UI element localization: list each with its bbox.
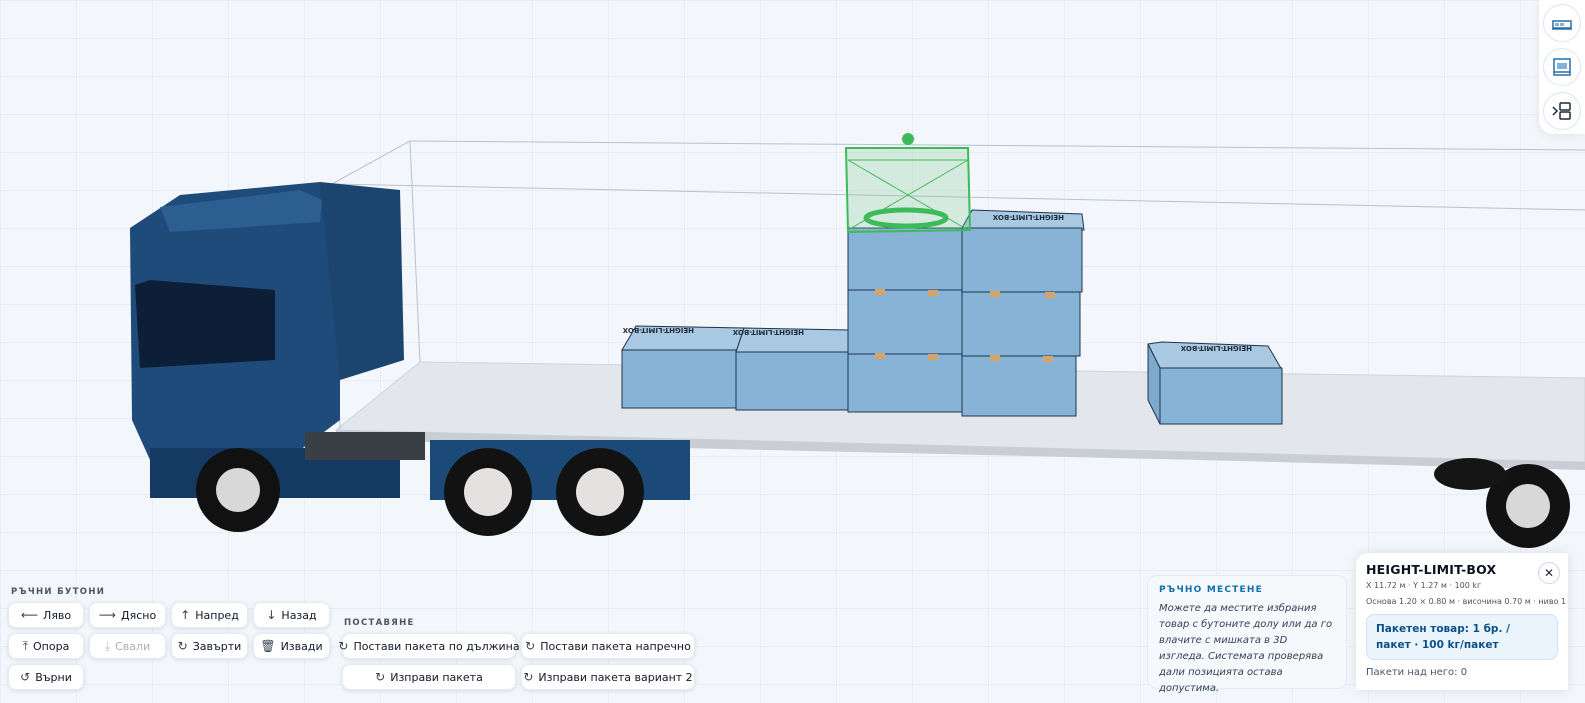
manual-move-card: РЪЧНО МЕСТЕНЕ Можете да местите избрания… bbox=[1147, 575, 1347, 694]
move-left-button[interactable]: ⟵ Ляво bbox=[8, 602, 84, 628]
rotate-icon: ↻ bbox=[523, 670, 534, 684]
restore-label: Върни bbox=[35, 670, 72, 684]
restore-button[interactable]: ↺ Върни bbox=[8, 664, 84, 690]
support-icon: ⤒ bbox=[22, 638, 28, 653]
lift-handle bbox=[902, 133, 914, 145]
selected-package-panel: HEIGHT-LIMIT-BOX ✕ X 11.72 м · Y 1.27 м … bbox=[1356, 553, 1568, 690]
rotate-label: Завърти bbox=[192, 639, 242, 653]
manual-move-text: Можете да местите избрания товар с бутон… bbox=[1159, 603, 1333, 694]
lower-icon: ⤓ bbox=[104, 638, 111, 653]
trash-icon: 🗑 bbox=[260, 639, 276, 653]
upright-v2-label: Изправи пакета вариант 2 bbox=[538, 670, 693, 684]
upright-v2-button[interactable]: ↻ Изправи пакета вариант 2 bbox=[521, 664, 695, 690]
box-label: HEIGHT-LIMIT-BOX bbox=[1180, 344, 1252, 352]
trailer-wheels bbox=[430, 440, 1570, 548]
move-right-button[interactable]: ⟶ Дясно bbox=[89, 602, 166, 628]
cargo-boxes bbox=[621, 209, 1283, 425]
lower-button[interactable]: ⤓ Свали bbox=[89, 633, 166, 659]
manual-buttons-title: РЪЧНИ БУТОНИ bbox=[11, 587, 106, 597]
view-toolbar bbox=[1539, 0, 1585, 134]
support-label: Опора bbox=[33, 639, 70, 653]
place-crosswise-label: Постави пакета напречно bbox=[540, 639, 691, 653]
arrow-up-icon: ↑ bbox=[180, 608, 191, 622]
move-forward-button[interactable]: ↑ Напред bbox=[171, 602, 248, 628]
move-left-label: Ляво bbox=[43, 608, 72, 622]
remove-button[interactable]: 🗑 Извади bbox=[253, 633, 330, 659]
support-button[interactable]: ⤒ Опора bbox=[8, 633, 84, 659]
box-tape-marks bbox=[875, 289, 1055, 362]
box-label: HEIGHT-LIMIT-BOX bbox=[622, 326, 694, 334]
package-coords: X 11.72 м · Y 1.27 м · 100 kг bbox=[1366, 581, 1482, 590]
remove-label: Извади bbox=[280, 639, 323, 653]
package-info: Пакетен товар: 1 бр. / пакет · 100 kг/па… bbox=[1366, 614, 1558, 660]
rotation-ring bbox=[863, 207, 949, 229]
place-lengthwise-button[interactable]: ↻ Постави пакета по дължина bbox=[338, 633, 520, 659]
manual-move-title: РЪЧНО МЕСТЕНЕ bbox=[1159, 585, 1263, 595]
packages-above: Пакети над него: 0 bbox=[1366, 667, 1468, 678]
side-view-button[interactable] bbox=[1543, 4, 1581, 42]
box-labels: HEIGHT-LIMIT-BOX HEIGHT-LIMIT-BOX HEIGHT… bbox=[622, 213, 1252, 352]
placement-title: ПОСТАВЯНЕ bbox=[344, 618, 415, 628]
close-button[interactable]: ✕ bbox=[1538, 562, 1560, 584]
move-back-label: Назад bbox=[281, 608, 317, 622]
upright-label: Изправи пакета bbox=[390, 670, 483, 684]
rotate-icon: ↻ bbox=[375, 670, 386, 684]
move-forward-label: Напред bbox=[195, 608, 239, 622]
package-dims: Основа 1.20 × 0.80 м · височина 0.70 м ·… bbox=[1366, 597, 1567, 606]
arrow-right-icon: ⟶ bbox=[98, 608, 116, 622]
place-crosswise-button[interactable]: ↻ Постави пакета напречно bbox=[521, 633, 695, 659]
list-view-icon bbox=[1552, 102, 1571, 120]
rear-view-button[interactable] bbox=[1543, 48, 1581, 86]
undo-icon: ↺ bbox=[20, 670, 31, 684]
box-label: HEIGHT-LIMIT-BOX bbox=[992, 213, 1064, 221]
arrow-left-icon: ⟵ bbox=[20, 608, 39, 622]
upright-button[interactable]: ↻ Изправи пакета bbox=[342, 664, 516, 690]
rear-view-icon bbox=[1553, 58, 1571, 76]
move-back-button[interactable]: ↓ Назад bbox=[253, 602, 330, 628]
rotate-icon: ↻ bbox=[177, 639, 188, 653]
rotate-icon: ↻ bbox=[338, 639, 349, 653]
rotate-button[interactable]: ↻ Завърти bbox=[171, 633, 248, 659]
truck-cab bbox=[130, 182, 425, 532]
arrow-down-icon: ↓ bbox=[266, 608, 277, 622]
lower-label: Свали bbox=[115, 639, 151, 653]
move-right-label: Дясно bbox=[121, 608, 157, 622]
list-view-button[interactable] bbox=[1543, 92, 1581, 130]
side-view-icon bbox=[1552, 20, 1572, 30]
selected-box bbox=[844, 133, 972, 234]
close-icon: ✕ bbox=[1543, 566, 1555, 580]
package-name: HEIGHT-LIMIT-BOX bbox=[1366, 562, 1497, 577]
rotate-icon: ↻ bbox=[525, 639, 536, 653]
place-lengthwise-label: Постави пакета по дължина bbox=[353, 639, 520, 653]
box-label: HEIGHT-LIMIT-BOX bbox=[732, 328, 804, 336]
